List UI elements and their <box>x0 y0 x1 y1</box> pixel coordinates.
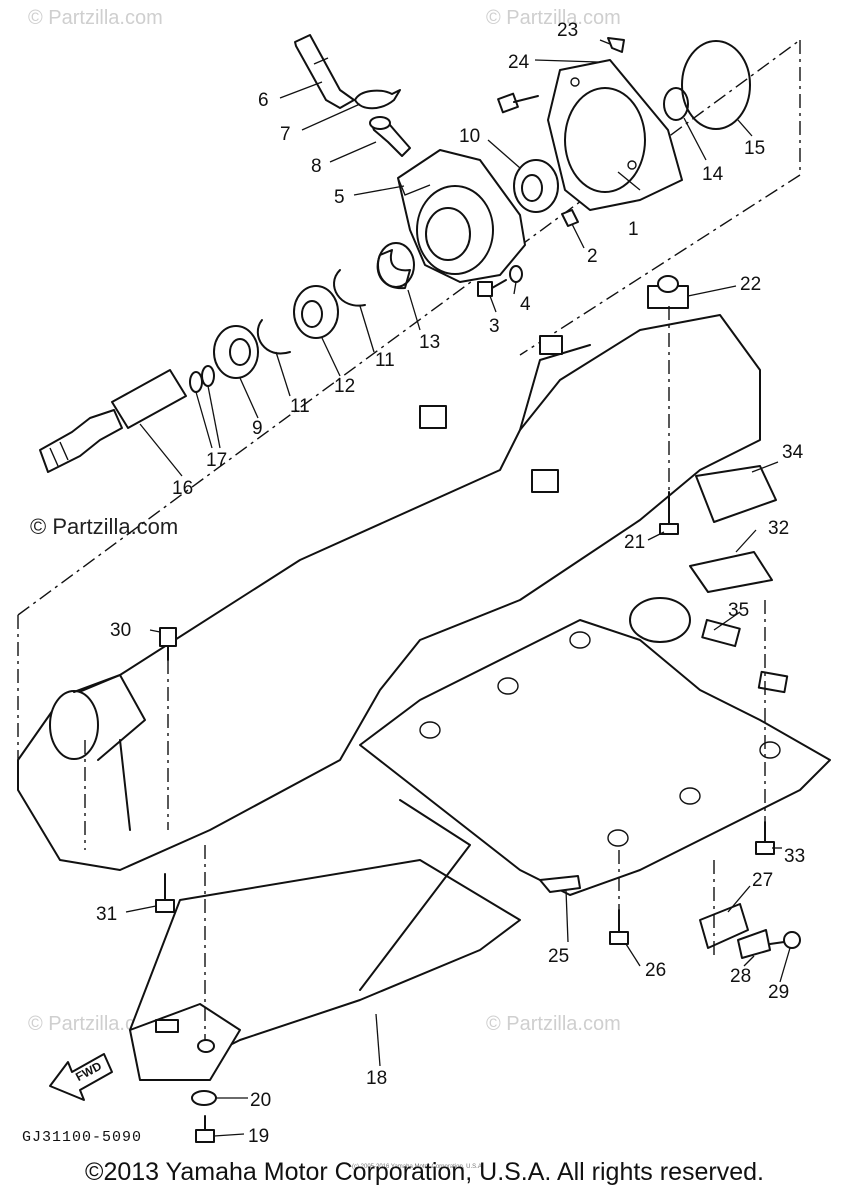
callout-14: 14 <box>702 164 724 185</box>
watermark-mid-left: © Partzilla.com <box>30 514 178 539</box>
part-32-bracket <box>689 551 773 593</box>
part-23-clip <box>607 37 625 53</box>
part-1-cover <box>547 59 683 211</box>
part-6-pin <box>294 34 355 109</box>
callout-17: 17 <box>206 450 227 471</box>
part-21-bolt <box>659 491 679 535</box>
part-17-oring-b <box>201 365 215 387</box>
callout-9: 9 <box>252 418 263 439</box>
part-29-bolt <box>769 931 801 949</box>
watermark-bottom-left: © Partzilla.com <box>28 1013 163 1035</box>
drawing-code: GJ31100-5090 <box>22 1129 142 1146</box>
callout-24: 24 <box>508 52 530 73</box>
callout-27: 27 <box>752 870 773 891</box>
callout-20: 20 <box>250 1090 271 1111</box>
watermark-bottom-right: © Partzilla.com <box>486 1013 621 1035</box>
callout-5: 5 <box>334 187 345 208</box>
callout-1: 1 <box>628 219 639 240</box>
part-19-bolt <box>195 1115 215 1143</box>
part-35-sensor <box>629 597 789 694</box>
part-13-ring <box>377 242 415 288</box>
callout-2: 2 <box>587 246 598 267</box>
watermark-top-right: © Partzilla.com <box>486 7 621 29</box>
part-33-bolt <box>755 821 775 855</box>
part-28-plate <box>737 929 771 959</box>
callout-15: 15 <box>744 138 765 159</box>
callout-30: 30 <box>110 620 131 641</box>
assembly-frame <box>17 39 801 760</box>
callout-6: 6 <box>258 90 269 111</box>
callout-11a: 11 <box>375 350 395 371</box>
callout-21: 21 <box>624 532 645 553</box>
part-26-bolt <box>609 909 629 945</box>
part-25-bracket <box>539 875 581 893</box>
part-18-grate <box>129 799 521 1081</box>
callout-3: 3 <box>489 316 500 337</box>
callout-10: 10 <box>459 126 480 147</box>
callout-32: 32 <box>768 518 789 539</box>
callout-16: 16 <box>172 478 193 499</box>
part-34-cover <box>695 465 777 523</box>
part-13-clip <box>376 249 411 290</box>
part-11-circlip-lower <box>256 319 291 355</box>
part-7-clip <box>354 89 401 110</box>
part-20-washer <box>191 1090 217 1106</box>
part-10-bearing <box>513 159 559 213</box>
callout-7: 7 <box>280 124 291 145</box>
part-30-bolt <box>159 627 177 661</box>
part-4-washer <box>509 265 523 283</box>
callout-18: 18 <box>366 1068 387 1089</box>
part-27-block <box>699 903 749 949</box>
callout-28: 28 <box>730 966 751 987</box>
callout-8: 8 <box>311 156 322 177</box>
part-5-housing <box>397 149 526 283</box>
part-hull-tunnel <box>17 314 761 871</box>
callout-22: 22 <box>740 274 761 295</box>
callout-34: 34 <box>782 442 804 463</box>
part-12-bearing <box>293 285 339 339</box>
callout-11b: 11 <box>290 396 310 417</box>
small-print: (c) 2005-2016 Yamaha Motor Corporation, … <box>352 1164 484 1170</box>
callout-4: 4 <box>520 294 531 315</box>
part-16-shaft <box>39 369 187 473</box>
part-22-grommet <box>647 275 689 309</box>
watermark-top-left: © Partzilla.com <box>28 7 163 29</box>
part-24-bolt <box>497 92 539 114</box>
callout-23: 23 <box>557 20 578 41</box>
callout-26: 26 <box>645 960 666 981</box>
part-14-oring <box>663 87 689 121</box>
part-31-bolt <box>155 873 175 913</box>
fwd-arrow: FWD <box>49 1053 113 1101</box>
callout-12: 12 <box>334 376 355 397</box>
callout-35: 35 <box>728 600 749 621</box>
callout-33: 33 <box>784 846 805 867</box>
copyright-notice: ©2013 Yamaha Motor Corporation, U.S.A. A… <box>85 1158 764 1186</box>
callout-31: 31 <box>96 904 117 925</box>
part-ride-plate <box>359 619 831 896</box>
callout-13: 13 <box>419 332 440 353</box>
callout-29: 29 <box>768 982 789 1003</box>
callout-25: 25 <box>548 946 569 967</box>
callout-19: 19 <box>248 1126 269 1147</box>
part-9-bearing <box>213 325 259 379</box>
part-8-bolt <box>369 116 411 157</box>
part-17-oring-a <box>189 371 203 393</box>
part-15-oring <box>681 40 751 130</box>
leader-lines <box>125 39 791 1137</box>
part-3-bolt <box>477 279 507 297</box>
part-11-circlip-upper <box>333 269 366 307</box>
part-2-dowel <box>561 209 579 227</box>
callouts: 1 2 3 4 5 6 7 8 9 10 11 11 12 13 14 15 1… <box>96 20 805 1147</box>
